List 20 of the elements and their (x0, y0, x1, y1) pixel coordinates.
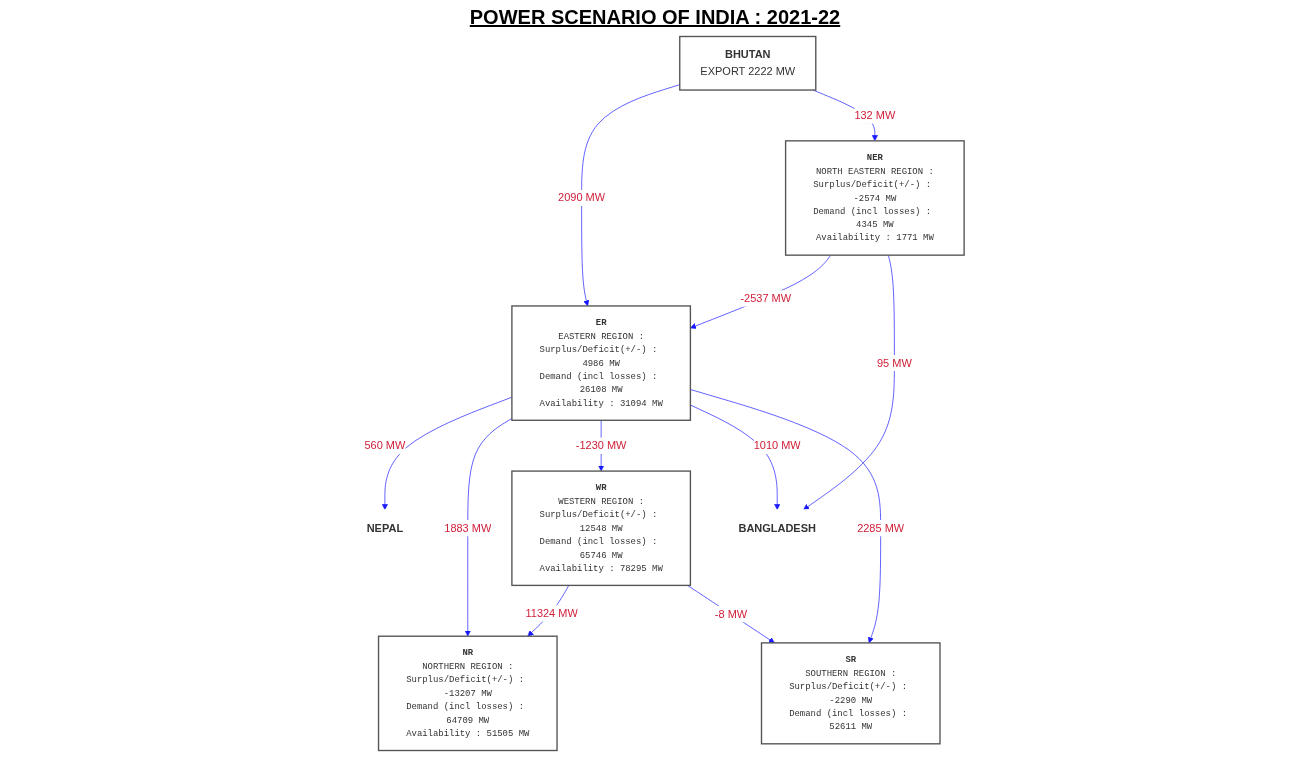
edge-label: 2285 MW (857, 522, 905, 534)
node-box: NR NORTHERN REGION : Surplus/Deficit(+/-) : -13207 MW Demand (incl losses) : 64709 MW Availability : 51505 MW (377, 635, 558, 752)
edge-label: 1010 MW (753, 439, 801, 452)
edge-label: 2090 MW (558, 191, 606, 204)
edge-label: -8 MW (714, 607, 748, 620)
diagram-title: POWER SCENARIO OF INDIA : 2021-22 (468, 6, 842, 29)
edge-label: -1230 MW (575, 439, 627, 452)
edge-label: 11324 MW (525, 607, 578, 619)
node-box: SR SOUTHERN REGION : Surplus/Deficit(+/-) : -2290 MW Demand (incl losses) : 52611 MW (760, 642, 941, 745)
edge-label: 560 MW (364, 439, 406, 452)
node-text: NEPAL (366, 522, 403, 534)
node-box: WR WESTERN REGION : Surplus/Deficit(+/-) : 12548 MW Demand (incl losses) : 65746 MW Availability : 78295 MW (511, 470, 691, 587)
edge-label: 95 MW (876, 356, 912, 369)
node-box: NER NORTH EASTERN REGION : Surplus/Deficit(+/-) : -2574 MW Demand (incl losses) : 4345 MW Availability : 1771 MW (784, 140, 965, 256)
node-box: BHUTAN EXPORT 2222 MW (678, 35, 817, 91)
node-text: BANGLADESH (738, 522, 816, 534)
node-box: ER EASTERN REGION : Surplus/Deficit(+/-) : 4986 MW Demand (incl losses) : 26108 MW Availability : 31094 MW (511, 305, 691, 421)
edge-label: 132 MW (854, 109, 896, 121)
edge-label: 1883 MW (444, 522, 492, 534)
edge-label: -2537 MW (740, 292, 791, 304)
